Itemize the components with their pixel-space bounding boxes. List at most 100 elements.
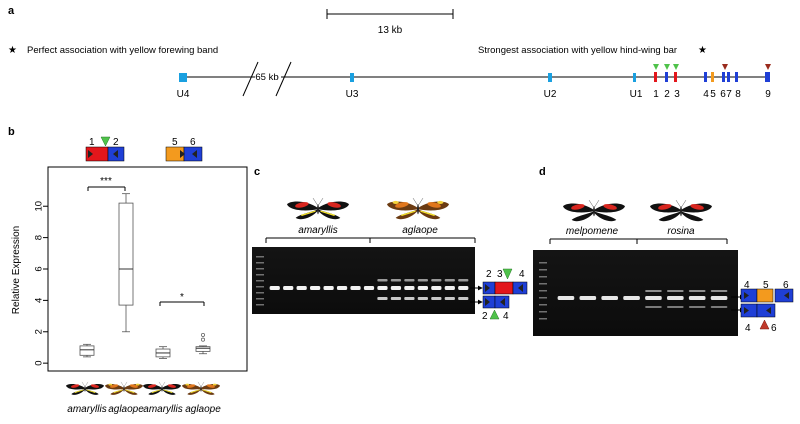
gel-band bbox=[688, 296, 706, 300]
gel-band bbox=[458, 297, 469, 300]
ladder-band bbox=[539, 311, 547, 313]
exon-2 bbox=[665, 72, 668, 82]
green-triangle-icon bbox=[653, 64, 659, 70]
star-icon: ★ bbox=[8, 45, 17, 56]
exon-label: 5 bbox=[710, 89, 716, 100]
ladder-band bbox=[256, 268, 264, 270]
exon-label: 2 bbox=[664, 89, 670, 100]
gel-band bbox=[431, 286, 442, 290]
gel-band bbox=[296, 286, 307, 290]
ladder-band bbox=[256, 304, 264, 306]
plot-frame bbox=[47, 166, 248, 372]
exon-number: 1 bbox=[89, 137, 95, 148]
boxplot-aglaope bbox=[195, 345, 211, 355]
outlier-point bbox=[201, 337, 205, 342]
x-label: aglaope bbox=[185, 404, 221, 415]
gel-band bbox=[444, 297, 455, 300]
green-triangle-icon bbox=[489, 309, 500, 320]
exon-1 bbox=[654, 72, 657, 82]
gel-image bbox=[252, 247, 475, 314]
gel-band bbox=[323, 286, 334, 290]
significance-label: * bbox=[180, 292, 184, 303]
gel-band bbox=[710, 290, 728, 292]
exon-u3 bbox=[350, 73, 354, 82]
gap-label-text: 65 kb bbox=[255, 72, 278, 83]
exon-label: 8 bbox=[735, 89, 741, 100]
exon-number: 6 bbox=[190, 137, 196, 148]
butterfly-photos bbox=[287, 197, 449, 220]
exon-number: 4 bbox=[744, 280, 750, 291]
panel-d-label: d bbox=[539, 166, 546, 178]
significance-bracket-1: *** bbox=[87, 176, 126, 191]
ladder-band bbox=[539, 290, 547, 292]
green-triangle-icon bbox=[100, 136, 111, 147]
scale-bar-label: 13 kb bbox=[378, 25, 403, 36]
ladder-band bbox=[539, 283, 547, 285]
exon-label: U3 bbox=[346, 89, 359, 100]
exon-u1 bbox=[633, 73, 636, 82]
gel-band bbox=[645, 290, 662, 292]
exon-number: 6 bbox=[783, 280, 789, 291]
exon-number: 2 bbox=[482, 311, 488, 322]
exon-number: 4 bbox=[503, 311, 509, 322]
group-bracket-amaryllis: amaryllis bbox=[265, 225, 371, 243]
group-label: melpomene bbox=[566, 226, 619, 237]
exon-label: 4 bbox=[703, 89, 709, 100]
butterfly-icon bbox=[182, 381, 220, 395]
group-bracket-melpomene: melpomene bbox=[549, 226, 637, 244]
y-tick-label: 4 bbox=[34, 298, 45, 303]
scale-bar: 13 kb bbox=[326, 9, 454, 36]
panel-a: a 13 kb ★ Perfect association with yello… bbox=[8, 5, 771, 100]
gel-band bbox=[458, 279, 469, 282]
exon-6 bbox=[722, 72, 725, 82]
x-label: amaryllis bbox=[143, 404, 182, 415]
ladder-band bbox=[256, 280, 264, 282]
gel-band bbox=[377, 286, 388, 290]
exon-3 bbox=[674, 72, 677, 82]
gel-band bbox=[377, 279, 388, 282]
butterfly-icon bbox=[563, 199, 625, 222]
gel-image bbox=[533, 250, 738, 336]
y-tick-label: 0 bbox=[34, 361, 45, 366]
gel-bands bbox=[256, 256, 469, 306]
butterfly-icon bbox=[66, 381, 104, 395]
gel-band bbox=[350, 286, 361, 290]
gel-band bbox=[601, 296, 618, 300]
gel-band bbox=[336, 286, 348, 290]
exon-number: 6 bbox=[771, 323, 777, 334]
y-tick-label: 6 bbox=[34, 266, 45, 271]
gel-band bbox=[688, 306, 706, 308]
group-label: amaryllis bbox=[298, 225, 337, 236]
red-triangle-icon bbox=[765, 64, 771, 70]
boxplot-aglaope bbox=[118, 193, 134, 333]
star-icon: ★ bbox=[698, 45, 707, 56]
gel-band bbox=[417, 297, 428, 300]
gel-band bbox=[623, 296, 640, 300]
ladder-band bbox=[256, 274, 264, 276]
ladder-band bbox=[256, 262, 264, 264]
butterfly-icon bbox=[650, 199, 712, 222]
exon-label: U1 bbox=[630, 89, 643, 100]
butterfly-icon bbox=[143, 381, 181, 395]
gel-band bbox=[404, 286, 415, 290]
ladder-band bbox=[256, 292, 264, 294]
gel-band bbox=[390, 286, 402, 290]
exon-9 bbox=[765, 72, 770, 82]
butterfly-icon bbox=[387, 197, 449, 220]
butterfly-icon bbox=[105, 381, 143, 395]
ladder-band bbox=[539, 318, 547, 320]
significance-label: *** bbox=[100, 176, 112, 187]
exon-number: 5 bbox=[763, 280, 769, 291]
gel-band bbox=[377, 297, 388, 300]
gel-band bbox=[645, 296, 662, 300]
exon-number: 5 bbox=[172, 137, 178, 148]
gel-band bbox=[667, 290, 684, 292]
exon-label: U4 bbox=[177, 89, 190, 100]
exon-label: 7 bbox=[726, 89, 732, 100]
gel-band bbox=[390, 279, 402, 282]
gel-band bbox=[444, 279, 455, 282]
junction-diagram-2-4: 2 4 bbox=[482, 295, 510, 322]
gel-band bbox=[363, 286, 375, 290]
